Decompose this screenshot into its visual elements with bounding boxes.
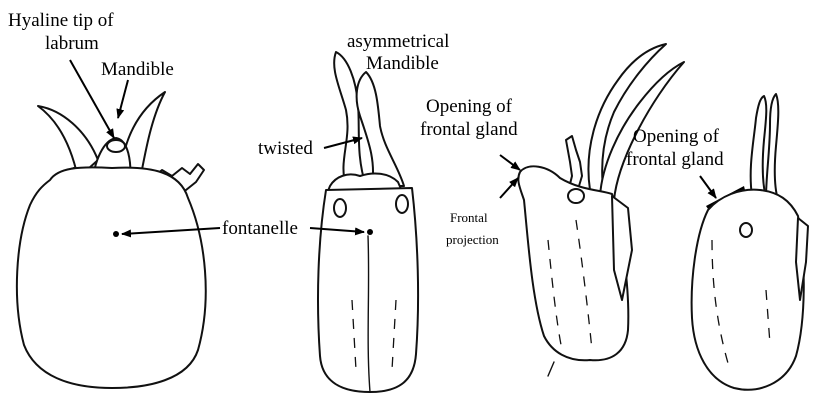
annotation-arrows [69, 59, 717, 238]
label-frontal-projection-2: projection [446, 232, 499, 247]
head-4-mandible-outer [749, 95, 768, 199]
head-3-neck-line [547, 361, 555, 377]
head-3-postgena [611, 195, 633, 301]
arrow-twisted [323, 136, 363, 149]
head-2 [317, 51, 420, 393]
head-2-fontanelle [367, 229, 373, 235]
head-3-capsule [517, 165, 630, 362]
head-2-mandible-right [355, 71, 405, 187]
head-3-mandible-outer [587, 43, 667, 197]
label-frontal-projection-1: Frontal [450, 210, 488, 225]
head-1-right-mandible [119, 91, 166, 181]
head-1 [15, 91, 207, 389]
arrow-opening-2 [699, 175, 717, 199]
head-1-left-mandible [37, 105, 99, 179]
label-opening-1-line1: Opening of [426, 96, 513, 117]
label-opening-2-line2: frontal gland [626, 149, 724, 170]
head-4-postgena [795, 217, 809, 301]
head-2-left-eye [333, 198, 347, 218]
head-4-capsule [690, 188, 805, 391]
head-2-dash-right [391, 299, 397, 371]
head-3-dash-2 [575, 219, 593, 351]
head-1-hyaline-tip [106, 139, 126, 153]
head-4-dash-1 [711, 239, 731, 371]
head-1-fontanelle [113, 231, 119, 237]
label-hyaline-tip-2: labrum [45, 33, 99, 54]
head-2-right-eye [395, 194, 409, 214]
arrow-fontanelle-left [121, 227, 221, 238]
head-4-dash-2 [765, 289, 771, 345]
head-4 [690, 93, 809, 391]
head-3-eye [567, 188, 585, 204]
head-3 [517, 43, 685, 377]
arrow-hyaline-tip [69, 59, 115, 139]
head-3-dash-1 [547, 239, 563, 351]
head-2-dash-left [351, 299, 357, 371]
head-2-midline [367, 235, 371, 393]
arrow-fontanelle-right [309, 227, 365, 236]
label-mandible: Mandible [101, 59, 174, 80]
head-3-mandible-inner [599, 61, 685, 201]
label-twisted: twisted [258, 138, 313, 159]
label-fontanelle: fontanelle [222, 218, 298, 239]
labels: Hyaline tip of labrum Mandible asymmetri… [8, 10, 724, 247]
arrow-mandible [116, 79, 129, 119]
label-asymmetrical-2: Mandible [366, 53, 439, 74]
arrow-opening-1 [499, 154, 521, 171]
label-opening-1-line2: frontal gland [420, 119, 518, 140]
label-opening-2-line1: Opening of [633, 126, 720, 147]
head-4-eye [739, 222, 753, 238]
label-hyaline-tip-1: Hyaline tip of [8, 10, 114, 31]
head-1-capsule [15, 166, 207, 389]
arrow-frontal-projection [499, 177, 519, 199]
label-asymmetrical-1: asymmetrical [347, 31, 449, 52]
head-4-mandible-inner [765, 93, 780, 201]
